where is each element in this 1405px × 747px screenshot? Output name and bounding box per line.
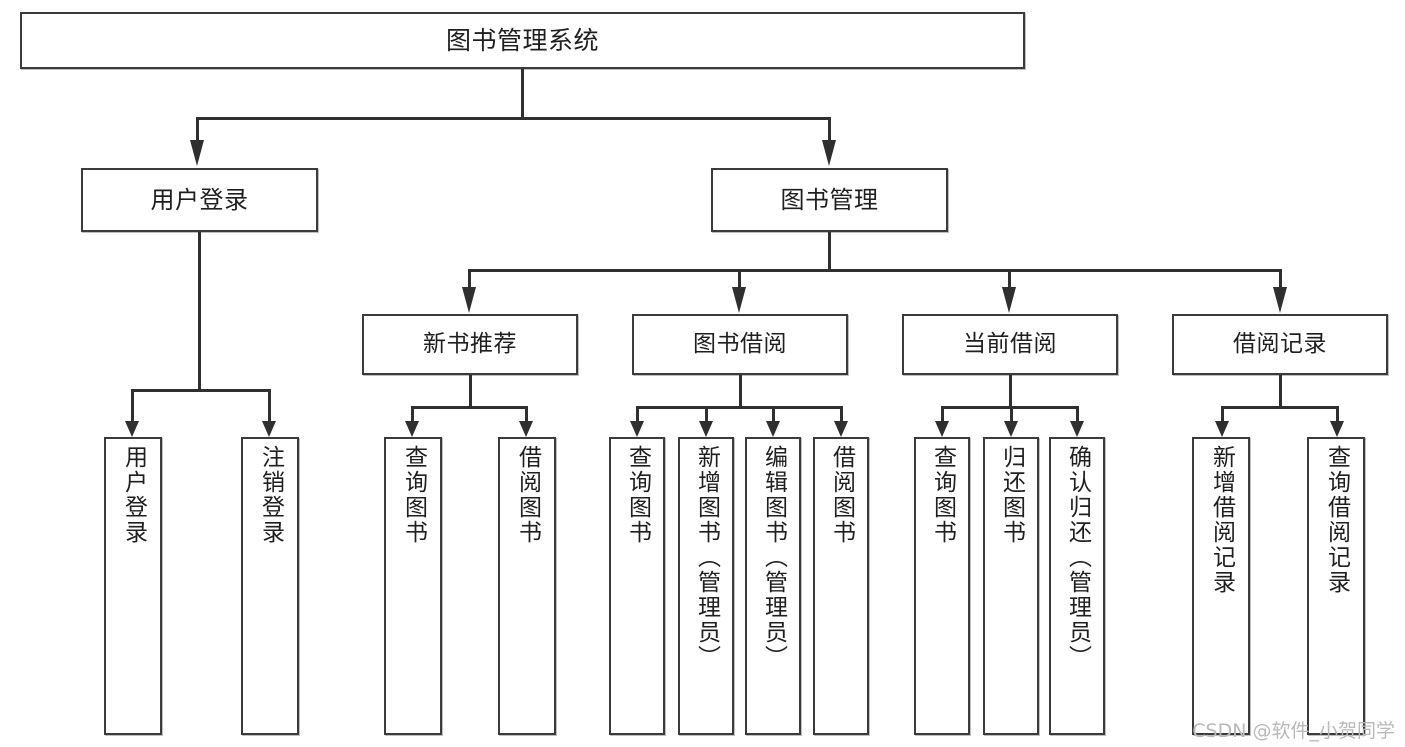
node-book-manage[interactable]: 图书管理: [711, 168, 948, 232]
leaf-new-book-query[interactable]: 查询图书: [384, 437, 442, 735]
arrow-to-user-login: [190, 140, 204, 166]
node-current-borrow[interactable]: 当前借阅: [902, 314, 1118, 375]
arrow-to-leaf-current-borrow-0: [935, 421, 949, 437]
connector-book-borrow-stem: [739, 375, 742, 409]
connector-book-manage-stem: [828, 232, 831, 272]
connector-borrow-record-stem: [1279, 375, 1282, 409]
node-label: 借阅图书: [828, 445, 855, 545]
arrow-to-leaf-new-book-1: [519, 421, 533, 437]
leaf-borrow-record-add[interactable]: 新增借阅记录: [1192, 437, 1250, 735]
leaf-current-borrow-query[interactable]: 查询图书: [914, 437, 970, 735]
connector-root-drop-left: [196, 117, 199, 140]
node-label: 归还图书: [998, 445, 1025, 545]
arrow-to-leaf-book-borrow-0: [630, 421, 644, 437]
connector-user-login-drop-1: [268, 389, 271, 421]
connector-user-login-stem: [198, 232, 201, 392]
connector-borrow-record-drop-0: [1221, 406, 1224, 421]
node-label: 查询图书: [624, 445, 651, 545]
arrow-to-leaf-user-login-1: [262, 421, 276, 437]
node-label: 查询借阅记录: [1323, 445, 1350, 595]
arrow-to-current-borrow: [1002, 287, 1016, 313]
connector-book-borrow-drop-1: [705, 406, 708, 421]
node-user-login[interactable]: 用户登录: [81, 168, 318, 232]
connector-new-book-drop-1: [525, 406, 528, 421]
arrow-to-leaf-book-borrow-3: [834, 421, 848, 437]
node-label: 查询图书: [400, 445, 427, 545]
connector-book-manage-bus: [468, 269, 1282, 272]
leaf-user-login-login[interactable]: 用户登录: [104, 437, 162, 735]
node-label: 新增图书（管理员）: [693, 445, 720, 670]
arrow-to-book-borrow: [732, 287, 746, 313]
connector-user-login-drop-0: [131, 389, 134, 421]
node-label: 借阅图书: [514, 445, 541, 545]
connector-book-borrow-drop-0: [636, 406, 639, 421]
node-root-system[interactable]: 图书管理系统: [20, 12, 1025, 69]
connector-book-borrow-drop-2: [772, 406, 775, 421]
connector-book-borrow-drop-3: [840, 406, 843, 421]
connector-borrow-record-bus: [1221, 406, 1339, 409]
node-label: 查询图书: [929, 445, 956, 545]
node-label: 借阅记录: [1233, 330, 1327, 357]
arrow-to-leaf-book-borrow-2: [766, 421, 780, 437]
arrow-to-leaf-book-borrow-1: [699, 421, 713, 437]
node-label: 编辑图书（管理员）: [760, 445, 787, 670]
connector-current-borrow-stem: [1009, 375, 1012, 409]
connector-root-drop-right: [828, 117, 831, 140]
node-label: 新增借阅记录: [1208, 445, 1235, 595]
node-label: 用户登录: [120, 445, 147, 545]
connector-current-borrow-drop-1: [1010, 406, 1013, 421]
leaf-new-book-borrow[interactable]: 借阅图书: [498, 437, 556, 735]
arrow-to-borrow-record: [1273, 287, 1287, 313]
leaf-book-borrow-edit[interactable]: 编辑图书（管理员）: [745, 437, 801, 735]
node-label: 新书推荐: [423, 330, 517, 357]
arrow-to-new-book: [462, 287, 476, 313]
arrow-to-leaf-borrow-record-0: [1215, 421, 1229, 437]
connector-new-book-drop-0: [411, 406, 414, 421]
connector-root-stem: [521, 69, 524, 119]
node-label: 图书借阅: [693, 330, 787, 357]
connector-borrow-record-drop-1: [1336, 406, 1339, 421]
arrow-to-leaf-user-login-0: [125, 421, 139, 437]
arrow-to-leaf-new-book-0: [405, 421, 419, 437]
arrow-to-leaf-current-borrow-1: [1004, 421, 1018, 437]
node-label: 当前借阅: [963, 330, 1057, 357]
connector-root-bus: [196, 117, 831, 120]
leaf-book-borrow-add[interactable]: 新增图书（管理员）: [678, 437, 734, 735]
connector-user-login-bus: [131, 389, 270, 392]
connector-book-manage-drop-1: [738, 269, 741, 287]
node-book-borrow[interactable]: 图书借阅: [632, 314, 848, 375]
arrow-to-book-manage: [822, 140, 836, 166]
node-label: 图书管理系统: [445, 25, 599, 55]
connector-book-manage-drop-3: [1279, 269, 1282, 287]
node-label: 确认归还（管理员）: [1064, 445, 1091, 670]
leaf-borrow-record-query[interactable]: 查询借阅记录: [1307, 437, 1365, 735]
node-borrow-record[interactable]: 借阅记录: [1172, 314, 1388, 375]
connector-new-book-stem: [469, 375, 472, 409]
connector-book-manage-drop-0: [468, 269, 471, 287]
leaf-current-borrow-return[interactable]: 归还图书: [983, 437, 1039, 735]
node-label: 图书管理: [780, 185, 879, 214]
connector-new-book-bus: [411, 406, 528, 409]
node-label: 注销登录: [257, 445, 284, 545]
leaf-book-borrow-borrow[interactable]: 借阅图书: [813, 437, 869, 735]
node-new-book-recommend[interactable]: 新书推荐: [362, 314, 578, 375]
arrow-to-leaf-borrow-record-1: [1330, 421, 1344, 437]
connector-book-manage-drop-2: [1008, 269, 1011, 287]
leaf-user-login-logout[interactable]: 注销登录: [241, 437, 299, 735]
connector-current-borrow-drop-0: [941, 406, 944, 421]
connector-book-borrow-bus: [636, 406, 843, 409]
leaf-current-borrow-confirm[interactable]: 确认归还（管理员）: [1049, 437, 1105, 735]
leaf-book-borrow-query[interactable]: 查询图书: [609, 437, 665, 735]
arrow-to-leaf-current-borrow-2: [1070, 421, 1084, 437]
node-label: 用户登录: [150, 185, 249, 214]
connector-current-borrow-drop-2: [1076, 406, 1079, 421]
